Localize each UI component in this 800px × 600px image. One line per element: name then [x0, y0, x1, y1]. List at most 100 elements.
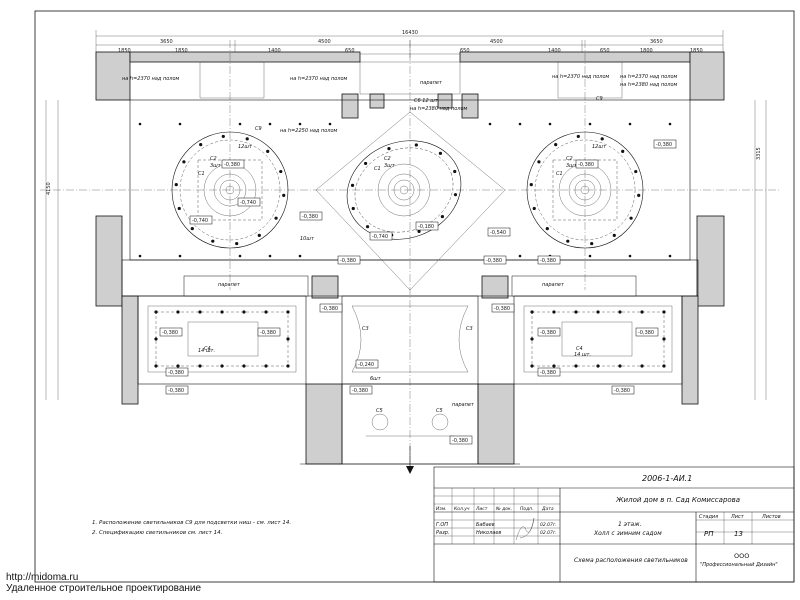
dimension-lines: 16430 3650 4500 4500 3650 1850 1850 1400…: [45, 30, 767, 400]
level-tag-9: -0,380: [578, 162, 594, 168]
luminaire-dot: [274, 216, 278, 220]
luminaire-dot: [242, 310, 246, 314]
level-tag-18: -0,380: [352, 388, 368, 394]
luminaire-dot: [268, 122, 272, 126]
elev-note-4: на h=2370 над полом: [620, 74, 678, 80]
luminaire-dot: [220, 310, 224, 314]
elev-note-2: на h=2250 над полом: [280, 128, 338, 134]
level-tag-15: -0,380: [168, 370, 184, 376]
luminaire-dot: [662, 310, 666, 314]
tb-col-2: Лист: [475, 506, 488, 512]
luminaire-dot: [351, 206, 355, 211]
c9-label-right: С9: [596, 96, 603, 102]
dim-mid-left: 4500: [318, 39, 331, 45]
luminaire-dot: [628, 122, 632, 126]
watermark-url[interactable]: http://midoma.ru: [6, 572, 79, 583]
dim-top-8: 1850: [690, 48, 703, 54]
c1-label-right: С1: [556, 171, 563, 177]
c1-label-center: С1: [374, 166, 381, 172]
luminaire-dot: [662, 337, 666, 341]
tb-sheet-no: 13: [734, 530, 743, 538]
luminaire-dot: [621, 149, 625, 153]
luminaire-dot: [286, 364, 290, 368]
luminaire-dot: [438, 151, 443, 155]
luminaire-dot: [264, 364, 268, 368]
luminaire-dot: [637, 193, 641, 197]
luminaire-dot: [211, 239, 215, 243]
c4-label-left: С4: [204, 346, 211, 352]
dim-top-0: 1850: [118, 48, 131, 54]
dim-right-span: 3650: [650, 39, 663, 45]
level-tag-8: -0,540: [490, 230, 506, 236]
luminaire-dot: [574, 364, 578, 368]
level-tag-23: -0,740: [192, 218, 208, 224]
c5-label-a: С5: [376, 408, 383, 414]
watermark-tagline: Удаленное строительное проектирование: [6, 583, 202, 594]
c9-label-left: С9: [255, 126, 262, 132]
luminaire-dot: [518, 254, 522, 258]
level-tag-7: -0,380: [224, 162, 240, 168]
tb-stage-header: Стадия: [699, 514, 718, 520]
luminaire-dot: [279, 169, 283, 174]
dim-height-total: 4150: [46, 182, 52, 195]
parapet-label-right: парапет: [542, 282, 565, 288]
luminaire-dot: [178, 254, 182, 258]
luminaire-dot: [242, 364, 246, 368]
tb-date-0: 02.07г.: [540, 522, 557, 528]
c4-label-right: С4: [576, 346, 583, 352]
level-tag-17: -0,380: [168, 388, 184, 394]
luminaire-dot: [640, 364, 644, 368]
qty-label-right-a: 3шт: [566, 163, 578, 169]
luminaire-dot: [668, 122, 672, 126]
panel-left: [147, 305, 297, 373]
luminaire-dot: [266, 149, 270, 153]
qty-label-bottom-a: 6шт: [370, 376, 382, 382]
tb-col-3: № док.: [495, 506, 512, 512]
dim-top-5: 1400: [548, 48, 561, 54]
tb-role-0: Г.ОП: [436, 522, 448, 528]
level-tag-10: -0,380: [162, 330, 178, 336]
qty-label-bottom-b: 10шт: [300, 236, 315, 242]
qty14-label-left: 14 шт.: [198, 348, 215, 354]
title-block: 2006-1-АИ.1 Жилой дом в п. Сад Комиссаро…: [433, 466, 795, 583]
luminaire-dot: [530, 364, 534, 368]
qty-label-center: 3шт: [384, 163, 396, 169]
luminaire-dot: [154, 310, 158, 314]
sheet-frame: [34, 10, 795, 583]
dim-top-7: 1800: [640, 48, 653, 54]
qty-label-right-b: 12шт: [592, 144, 607, 150]
c3-label-b: С3: [466, 326, 473, 332]
luminaire-dot: [668, 254, 672, 258]
level-tag-4: -0,380: [656, 142, 672, 148]
tb-code: 2006-1-АИ.1: [642, 474, 692, 483]
note-1: 1. Расположение светильников С9 для подс…: [92, 520, 291, 526]
luminaire-dot: [600, 137, 604, 141]
luminaire-dot: [576, 134, 580, 139]
tb-col-5: Дата: [541, 506, 554, 512]
luminaire-dot: [235, 241, 239, 246]
tb-stage: РП: [704, 530, 714, 538]
parapet-label-left: парапет: [218, 282, 241, 288]
luminaire-dot: [640, 310, 644, 314]
luminaire-dot: [190, 227, 194, 231]
luminaire-dot: [545, 227, 549, 231]
luminaire-dot: [532, 206, 536, 211]
c6-note-label: на h=2380 над полом: [410, 106, 468, 112]
luminaire-dot: [177, 206, 181, 211]
level-tag-14: -0,240: [358, 362, 374, 368]
level-tag-1: -0,380: [486, 258, 502, 264]
luminaire-dot: [537, 160, 541, 164]
tb-company-1: ООО: [734, 552, 749, 560]
level-tag-16: -0,380: [540, 370, 556, 376]
luminaire-dot: [662, 364, 666, 368]
parapet-label-bottom: парапет: [452, 402, 475, 408]
tb-project: Жилой дом в п. Сад Комиссарова: [615, 496, 740, 504]
level-tag-24: -0,380: [540, 258, 556, 264]
elev-note-3: на h=2370 над полом: [552, 74, 610, 80]
tb-col-0: Изм.: [436, 506, 447, 512]
dim-mid-right: 4500: [490, 39, 503, 45]
tb-section: 1 этаж.: [618, 521, 642, 528]
dim-top-1: 1850: [175, 48, 188, 54]
c2-label-right: С2: [566, 156, 573, 162]
luminaire-dot: [182, 160, 186, 164]
